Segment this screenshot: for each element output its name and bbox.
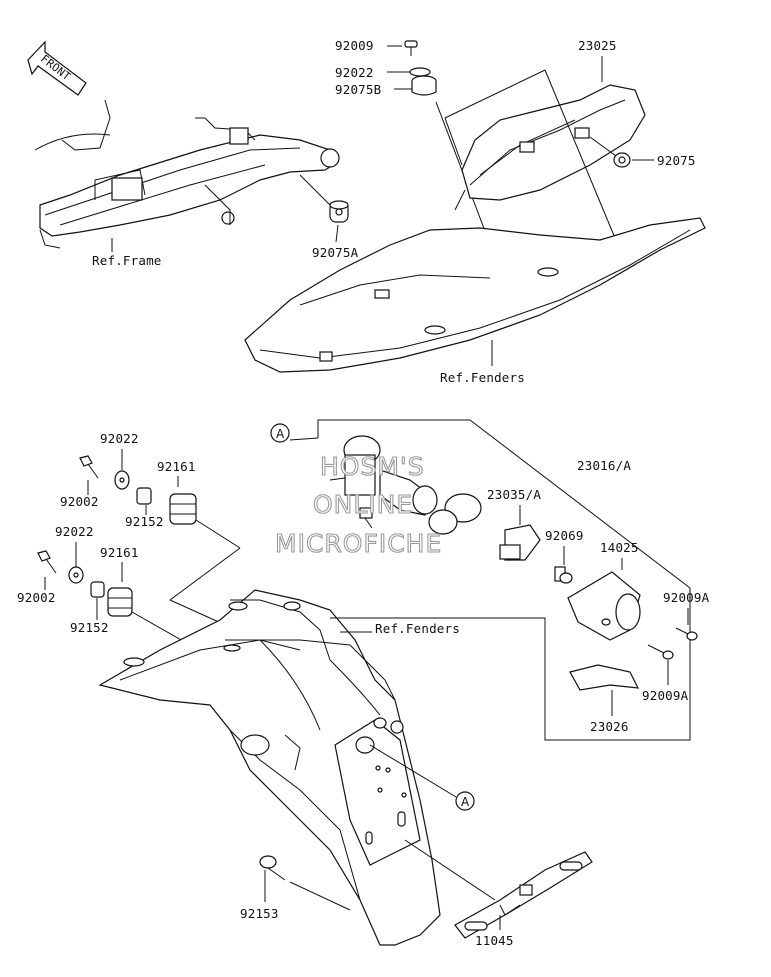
part-92022-a: 92022 (100, 431, 139, 446)
ref-fenders-mid-label: Ref.Fenders (375, 621, 460, 636)
license-bracket-11045 (454, 851, 593, 939)
part-92161-b: 92161 (100, 545, 139, 560)
ref-frame-label: Ref.Frame (92, 253, 162, 268)
circle-a-bottom-letter: A (461, 795, 470, 809)
washer-92022-top (409, 67, 431, 77)
lens-14025 (567, 571, 641, 641)
grommet-92075 (613, 152, 631, 168)
part-14025: 14025 (600, 540, 639, 555)
part-92153: 92153 (240, 906, 279, 921)
screw-92009 (404, 40, 418, 56)
watermark: HOSM'S ONLINE MICROFICHE (274, 451, 442, 558)
part-92152-a: 92152 (125, 514, 164, 529)
screw-92002-b (37, 550, 57, 574)
collar-92152-b (90, 581, 105, 598)
tail-lamp-socket (329, 435, 482, 535)
part-23025: 23025 (578, 38, 617, 53)
watermark-line3: MICROFICHE (275, 529, 442, 558)
part-92002-a: 92002 (60, 494, 99, 509)
part-92022-top: 92022 (335, 65, 374, 80)
assembly-box (317, 419, 691, 741)
rear-fender-upper (244, 217, 706, 373)
grommet-92075B (411, 75, 437, 96)
circle-a-bottom (455, 791, 475, 811)
part-23016A: 23016/A (577, 458, 631, 473)
part-92009: 92009 (335, 38, 374, 53)
bulb-92069 (554, 566, 573, 584)
ref-fenders-top-label: Ref.Fenders (440, 370, 525, 385)
bolt-92153 (259, 855, 286, 881)
part-23035A: 23035/A (487, 487, 541, 502)
rear-frame-illustration (34, 99, 340, 249)
part-92075A: 92075A (312, 245, 359, 260)
part-92075B: 92075B (335, 82, 381, 97)
part-92075: 92075 (657, 153, 696, 168)
connector-23035A (499, 524, 541, 561)
part-92069: 92069 (545, 528, 584, 543)
damper-92161-b (107, 587, 133, 617)
circle-a-top-letter: A (276, 427, 285, 441)
part-92152-b: 92152 (70, 620, 109, 635)
front-arrow-icon: FRONT (27, 40, 87, 96)
part-11045: 11045 (475, 933, 514, 948)
part-92022-b: 92022 (55, 524, 94, 539)
screw-92002-a (79, 455, 99, 479)
screw-92009A-a (675, 627, 698, 641)
screw-92009A-b (647, 644, 674, 660)
watermark-line2: ONLINE (313, 490, 413, 519)
damper-92075A (329, 200, 349, 223)
part-23026: 23026 (590, 719, 629, 734)
seat-cowl-23025 (454, 84, 646, 211)
collar-92152-a (136, 487, 152, 505)
circle-a-top (270, 423, 290, 443)
rear-fender-lower (98, 589, 441, 946)
part-92161-a: 92161 (157, 459, 196, 474)
damper-92161-a (169, 493, 197, 525)
watermark-line1: HOSM'S (320, 452, 425, 481)
part-92009A-a: 92009A (663, 590, 710, 605)
part-92009A-b: 92009A (642, 688, 689, 703)
reflector-23026 (569, 664, 640, 691)
part-92002-b: 92002 (17, 590, 56, 605)
